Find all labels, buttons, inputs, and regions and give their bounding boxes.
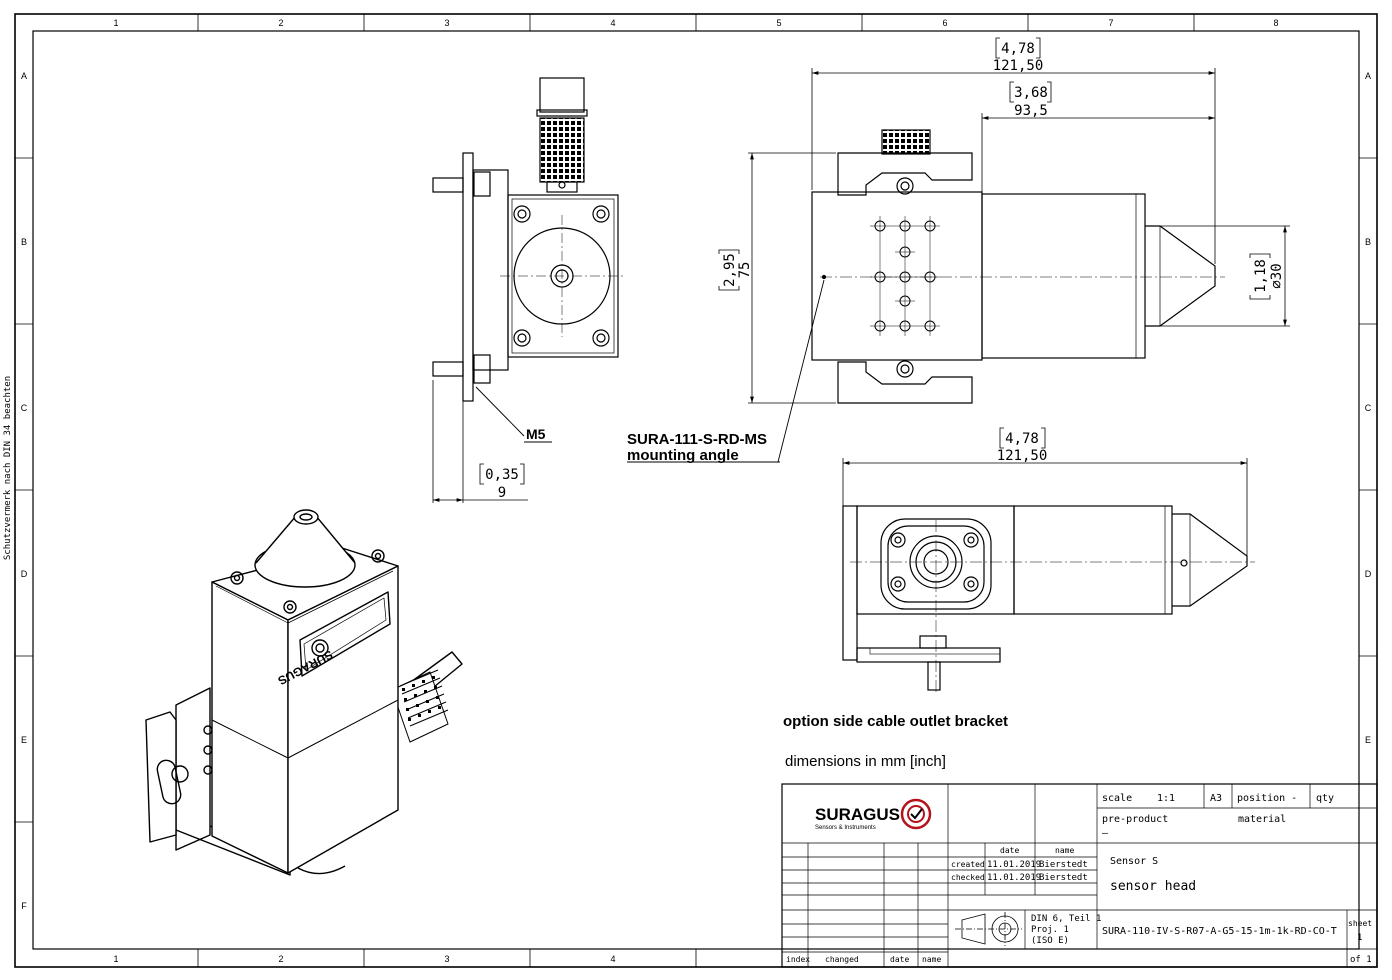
logo-tagline: Sensors & Instruments [815,825,876,831]
sheet-total: of 1 [1350,955,1372,965]
rev-date-header: date [890,955,909,964]
col-label-bottom: 4 [610,954,615,964]
suragus-logo: SURAGUS Sensors & Instruments [815,798,932,831]
front-dimensions [718,37,1290,404]
col-label-top: 7 [1108,18,1113,28]
col-label-top: 3 [444,18,449,28]
checked-name: Bierstedt [1039,873,1088,883]
sheet-label: sheet [1348,919,1372,928]
col-label-top: 1 [113,18,118,28]
index-header: index [786,955,810,964]
scale-value: 1:1 [1157,793,1175,804]
col-label-top: 5 [776,18,781,28]
front-width-inch: 4,78 [1001,41,1035,57]
title-line-2: sensor head [1110,879,1196,894]
row-label-left: D [21,569,28,579]
front-body-inch: 3,68 [1014,85,1048,101]
bracket-description: mounting angle [627,447,739,464]
side-width-inch: 0,35 [485,467,519,483]
row-label-left: C [21,403,28,413]
position-label: position - [1237,793,1297,804]
sheet-format: A3 [1210,793,1222,804]
row-label-left: E [21,735,27,745]
row-label-right: A [1365,71,1371,81]
units-note: dimensions in mm [inch] [785,753,946,770]
front-height-inch: 2,95 [722,253,738,287]
col-label-top: 8 [1273,18,1278,28]
front-height-mm: 75 [737,262,753,279]
col-label-bottom: 3 [444,954,449,964]
din-line-1: DIN 6, Teil 1 [1031,914,1101,924]
material-label: material [1238,814,1286,825]
checked-label: checked [951,873,985,882]
col-label-top: 6 [942,18,947,28]
preproduct-value: — [1102,828,1109,839]
title-block-text: scale 1:1 A3 position - qty pre-product … [786,793,1372,965]
row-label-right: B [1365,237,1371,247]
checked-date: 11.01.2019 [987,873,1041,883]
title-block [781,783,1378,968]
front-view [777,129,1225,463]
created-name: Bierstedt [1039,860,1088,870]
protection-note: Schutzvermerk nach DIN 34 beachten [3,376,13,560]
side-view [432,77,625,443]
side-width-mm: 9 [498,485,506,501]
row-label-left: F [21,901,27,911]
isometric-view [145,509,463,876]
option-length-mm: 121,50 [997,448,1048,464]
col-label-top: 4 [610,18,615,28]
row-label-right: E [1365,735,1371,745]
thread-callout: M5 [526,426,546,442]
front-diameter-mm: ⌀30 [1269,263,1285,288]
row-label-left: B [21,237,27,247]
front-width-mm: 121,50 [993,58,1044,74]
created-label: created [951,860,985,869]
drawing-number: SURA-110-IV-S-R07-A-G5-15-1m-1k-RD-CO-T [1102,926,1337,937]
front-body-mm: 93,5 [1014,103,1048,119]
row-label-left: A [21,71,27,81]
qty-label: qty [1316,793,1334,804]
created-date: 11.01.2019 [987,860,1041,870]
scale-label: scale [1102,793,1132,804]
title-line-1: Sensor S [1110,856,1158,867]
option-dimension [842,427,1248,556]
din-line-2: Proj. 1 [1031,925,1069,935]
projection-symbol [955,912,1022,946]
rev-name-header: name [922,955,941,964]
bracket-part-number: SURA-111-S-RD-MS [627,431,767,448]
din-line-3: (ISO E) [1031,936,1069,946]
option-length-inch: 4,78 [1005,431,1039,447]
option-caption: option side cable outlet bracket [783,713,1008,730]
col-label-bottom: 2 [278,954,283,964]
row-label-right: C [1365,403,1372,413]
changed-header: changed [825,955,859,964]
zone-labels: 1 2 3 4 5 6 7 8 1 2 3 4 A B C D E F A B … [21,18,1372,964]
row-label-right: D [1365,569,1372,579]
col-label-top: 2 [278,18,283,28]
option-view [842,505,1255,695]
side-width-dimension [432,380,528,503]
name-header: name [1055,846,1074,855]
date-header: date [1000,846,1019,855]
sheet-number: 1 [1357,933,1362,943]
front-diameter-inch: 1,18 [1253,259,1269,293]
col-label-bottom: 1 [113,954,118,964]
sheet-frame [14,13,1378,968]
logo-name: SURAGUS [815,805,900,824]
preproduct-label: pre-product [1102,814,1168,825]
